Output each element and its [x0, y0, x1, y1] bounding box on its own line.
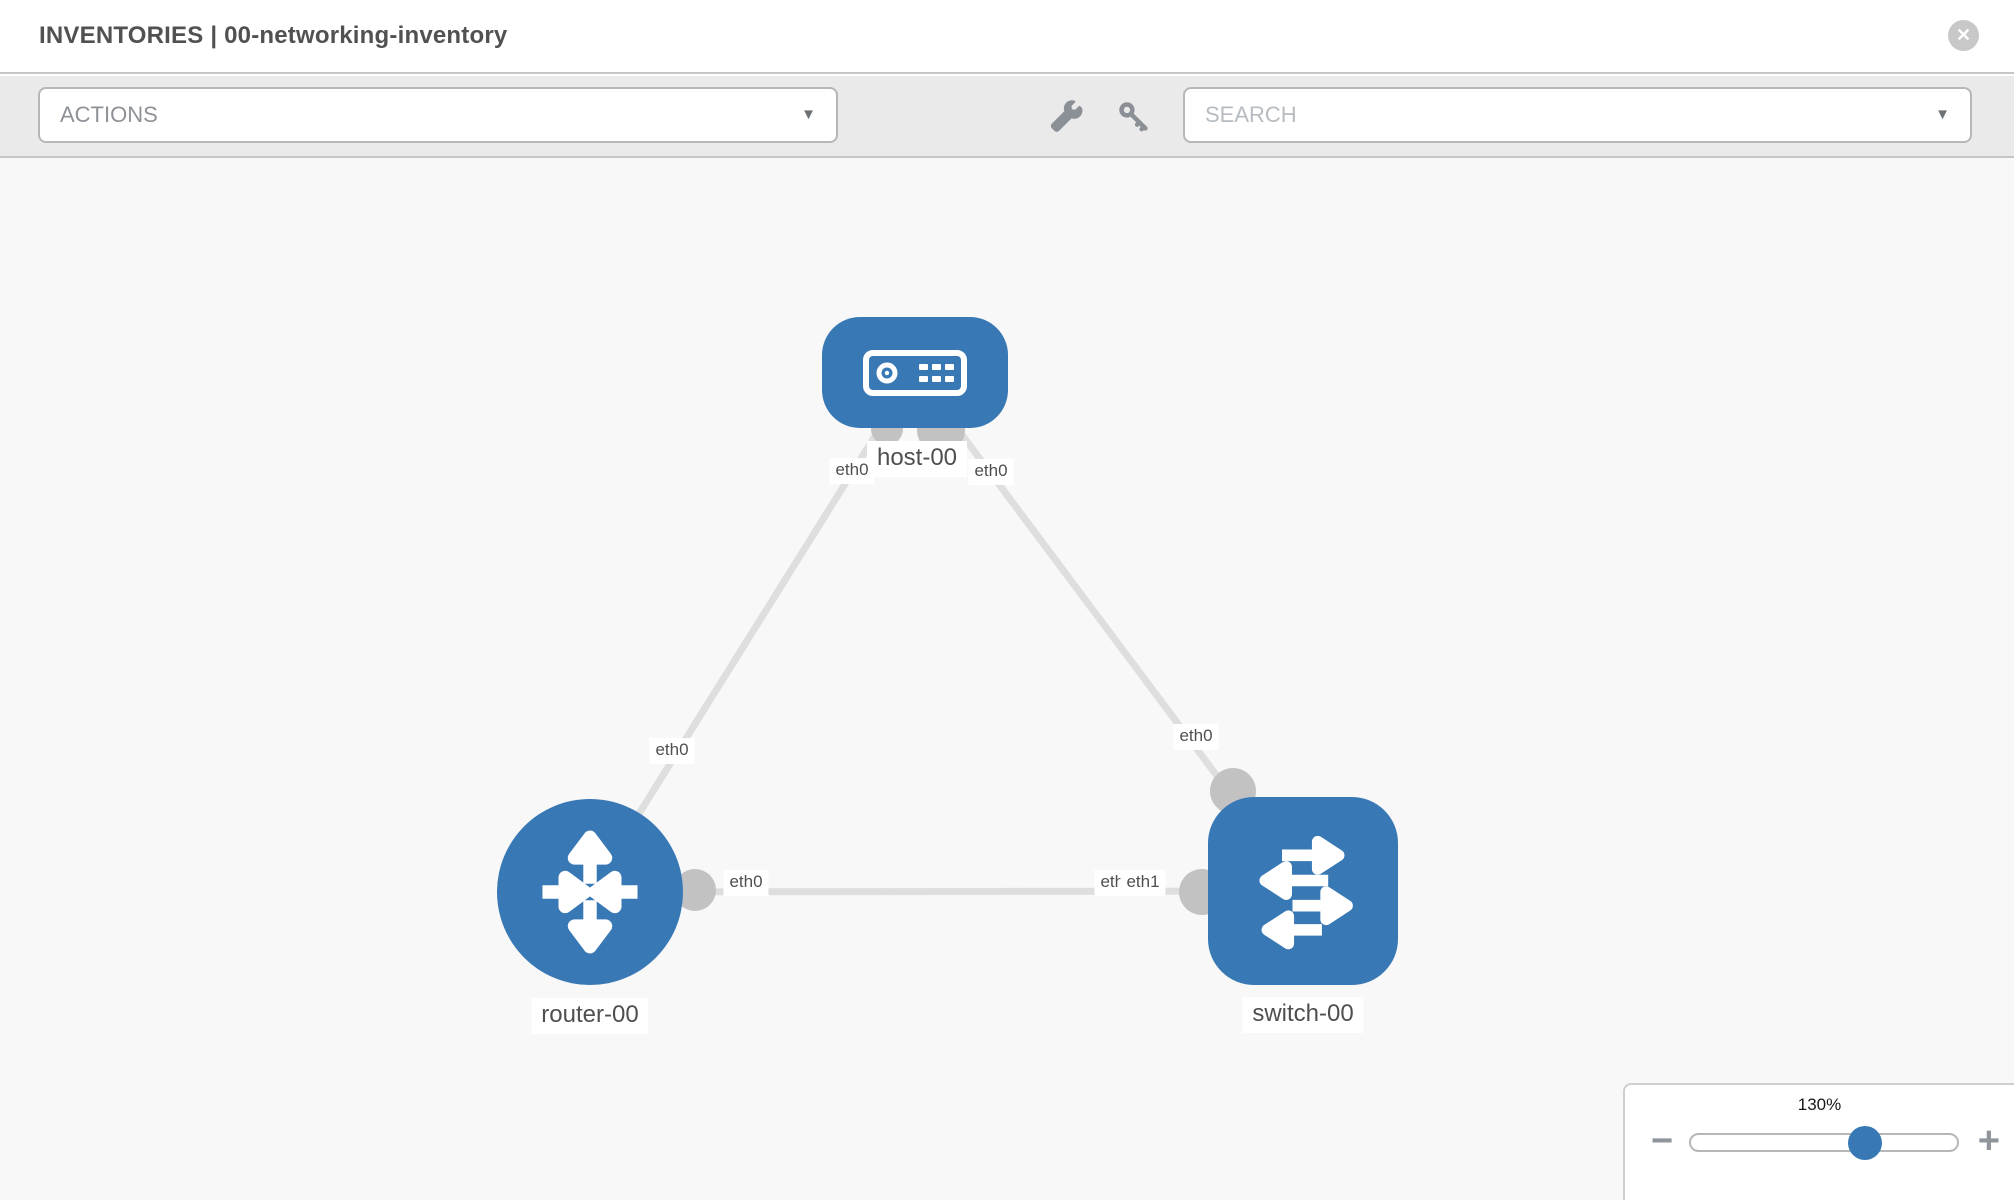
close-icon[interactable]: ✕: [1948, 20, 1979, 51]
interface-label-switch-eth1: eth1: [1120, 870, 1166, 896]
interface-label-host-eth0-right: eth0: [968, 459, 1014, 485]
links-layer: [587, 369, 1306, 915]
header-bar: INVENTORIES | 00-networking-inventory ✕: [0, 0, 2014, 74]
topology-canvas[interactable]: host-00 router-00 switch-00 eth0 eth0 et…: [0, 158, 2014, 1200]
interface-label-host-eth0-left: eth0: [829, 458, 875, 484]
search-placeholder: SEARCH: [1205, 102, 1297, 127]
actions-dropdown-label: ACTIONS: [60, 102, 158, 127]
interface-label-switch-eth0-uplink: eth0: [1173, 724, 1219, 750]
zoom-out-button[interactable]: −: [1651, 1120, 1674, 1162]
node-label-host: host-00: [866, 441, 968, 477]
zoom-slider[interactable]: [1689, 1126, 1959, 1160]
node-host-00[interactable]: [822, 317, 1008, 428]
actions-dropdown[interactable]: ACTIONS ▼: [38, 87, 838, 143]
wrench-icon[interactable]: [1048, 99, 1084, 135]
zoom-control-panel: 130% − +: [1623, 1083, 2014, 1200]
node-switch-00[interactable]: [1208, 797, 1398, 985]
interface-label-router-eth0-right: eth0: [723, 870, 769, 896]
zoom-slider-thumb[interactable]: [1848, 1126, 1882, 1160]
node-label-switch: switch-00: [1242, 997, 1364, 1033]
chevron-down-icon: ▼: [801, 106, 816, 123]
interface-circle-router-right: [674, 869, 716, 911]
search-input[interactable]: SEARCH ▼: [1183, 87, 1972, 143]
interface-label-router-eth0-uplink: eth0: [649, 738, 695, 764]
page-title: INVENTORIES | 00-networking-inventory: [39, 22, 508, 49]
switch-icon: [1259, 835, 1353, 950]
key-icon[interactable]: [1116, 99, 1152, 135]
zoom-in-button[interactable]: +: [1977, 1120, 2000, 1162]
router-icon: [542, 830, 638, 954]
chevron-down-icon: ▼: [1935, 106, 1950, 123]
toolbar: ACTIONS ▼ SEARCH ▼: [0, 76, 2014, 158]
node-router-00[interactable]: [497, 799, 683, 985]
host-icon: [863, 349, 967, 396]
node-label-router: router-00: [531, 998, 649, 1034]
zoom-level-label: 130%: [1797, 1095, 1842, 1114]
